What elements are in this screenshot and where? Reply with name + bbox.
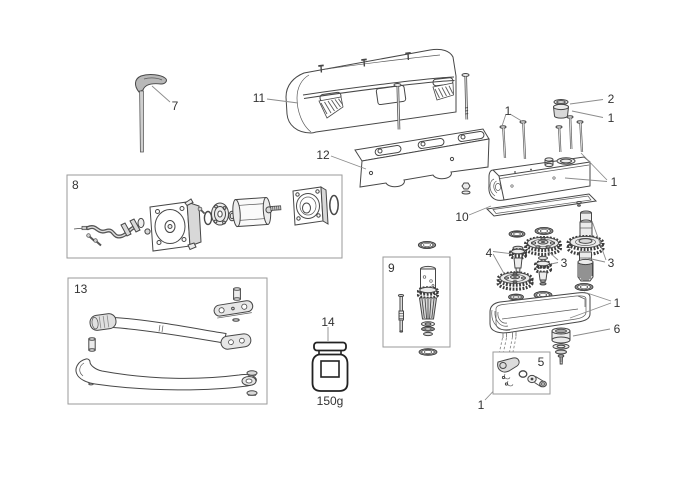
reduction-gear-small — [508, 245, 528, 276]
arm-pin-top — [233, 287, 241, 301]
callout-gearbox-lower: 1 — [614, 296, 621, 310]
left-vent-hatch — [320, 98, 343, 115]
callout-grease-jar: 14 — [321, 315, 335, 329]
worm-shaft-kit-box — [382, 256, 451, 348]
reduction-gear-large — [496, 271, 534, 291]
callout-fasteners-top: 1 — [505, 104, 512, 118]
gasket — [485, 193, 598, 217]
housing-screws — [499, 115, 584, 160]
callout-bushing: 6 — [614, 322, 621, 336]
right-vent-hatch — [434, 85, 454, 99]
housing-post — [544, 157, 554, 168]
callout-gearbox-upper: 1 — [611, 175, 618, 189]
upper-arm — [89, 313, 252, 350]
arms-kit — [75, 287, 258, 396]
motor-screws — [86, 233, 102, 247]
arm-nuts — [246, 370, 258, 396]
lower-arm — [75, 358, 257, 391]
callout-gear-cluster: 3 — [561, 256, 568, 270]
cover-screws — [318, 52, 411, 73]
callout-output-shaft: 3 — [608, 256, 615, 270]
worm-shaft-kit — [397, 265, 440, 337]
bushing — [551, 327, 571, 365]
gear-cluster-mid — [523, 236, 563, 286]
plate-long-screw — [461, 73, 470, 120]
callout-hex-key: 7 — [172, 99, 179, 113]
leader-lines — [151, 85, 612, 401]
motor-body — [232, 196, 282, 228]
callout-gear-small: 4 — [486, 246, 493, 260]
release-lock-kit — [497, 357, 547, 388]
release-kit-box — [492, 351, 551, 395]
cover-long-screw — [393, 83, 402, 130]
clevis-bracket — [213, 300, 254, 319]
callout-arms-box: 13 — [74, 282, 88, 296]
callout-motor-box: 8 — [72, 178, 79, 192]
callout-breather-cap: 2 — [608, 92, 615, 106]
gearbox-housing-lower — [489, 292, 591, 353]
output-spline — [577, 258, 594, 282]
mounting-plate — [354, 128, 490, 195]
grease-weight-label: 150g — [317, 394, 344, 408]
breather-cap — [552, 99, 570, 119]
output-shaft — [566, 210, 605, 282]
callout-release-kit: 1 — [478, 398, 485, 412]
callout-gasket: 10 — [455, 210, 469, 224]
callout-release-lock-box: 5 — [538, 355, 545, 369]
cover — [285, 48, 457, 134]
gearbox-housing-upper — [488, 156, 591, 201]
callout-worm-shaft-box: 9 — [388, 261, 395, 275]
hex-key — [135, 74, 167, 153]
motor-kit — [73, 186, 339, 252]
arm-pin-left — [88, 337, 96, 352]
callout-labels: 7 11 12 1 2 1 1 10 4 3 3 1 6 5 1 8 9 13 … — [72, 91, 621, 412]
callout-breather-washer: 1 — [608, 111, 615, 125]
grease-jar — [311, 341, 349, 392]
callout-cover: 11 — [253, 91, 266, 105]
callout-mounting-plate: 12 — [316, 148, 330, 162]
